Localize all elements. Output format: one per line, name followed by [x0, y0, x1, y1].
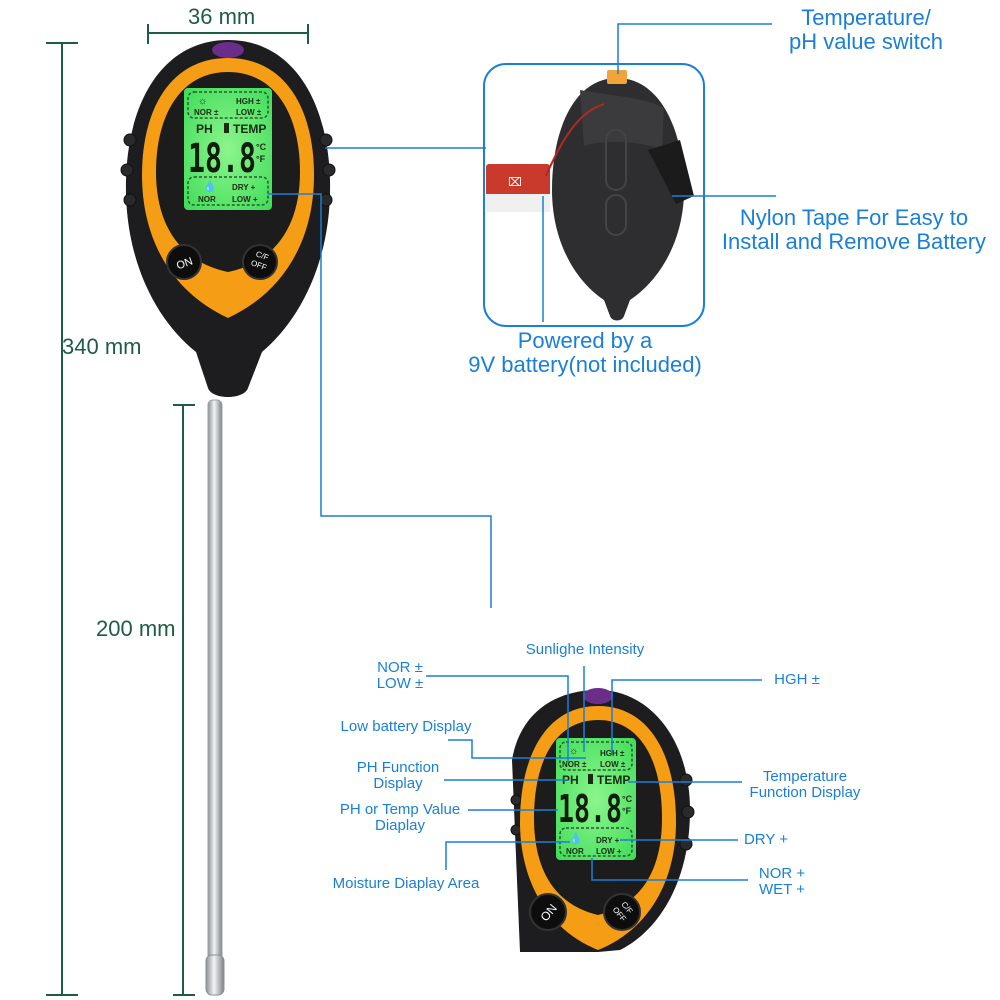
lcd-temp: TEMP	[233, 122, 266, 136]
value-display-label: PH or Temp Value Diaplay	[330, 802, 470, 834]
detail-lcd-digits: 18.8	[558, 787, 622, 831]
lcd-hgh: HGH ±	[236, 97, 261, 106]
width-label: 36 mm	[188, 4, 256, 29]
lcd-low-plus: LOW +	[232, 195, 258, 204]
soil-meter-body: ☼ HGH ± NOR ± LOW ± PH TEMP 18.8 °C °F 💧…	[120, 40, 336, 397]
moisture-label: Moisture Diaplay Area	[332, 875, 480, 892]
detail-lcd-fahrenheit: °F	[622, 806, 632, 816]
top-callout-lines	[268, 23, 776, 608]
ph-function-line1: PH Function	[356, 759, 440, 776]
detail-on-button[interactable]: ON	[529, 893, 567, 931]
metal-probe	[205, 399, 225, 996]
total-length-dimension-line	[46, 42, 78, 996]
nor-low-line2: LOW ±	[376, 675, 424, 692]
switch-callout: Temperature/ pH value switch	[776, 6, 956, 54]
on-button-label: ON	[175, 255, 195, 272]
battery-symbol: ⌧	[508, 175, 522, 189]
temp-function-line2: Function Display	[749, 784, 861, 801]
lcd-nor: NOR ±	[194, 108, 219, 117]
value-display-line1: PH or Temp Value	[339, 801, 461, 818]
cf-off-button[interactable]: C/F OFF	[242, 244, 278, 280]
dry-label: DRY +	[743, 831, 789, 848]
nor-low-line1: NOR ±	[377, 659, 423, 676]
probe-length-dimension-line	[173, 404, 195, 996]
lcd-sun-icon: ☼	[198, 96, 207, 107]
lcd-fahrenheit: °F	[256, 154, 266, 164]
nylon-tape-line2: Install and Remove Battery	[721, 229, 987, 254]
low-battery-label: Low battery Display	[340, 718, 472, 735]
lcd-battery-icon	[224, 123, 229, 133]
ph-function-line2: Display	[373, 775, 423, 792]
detail-lcd-temp: TEMP	[597, 773, 630, 787]
nylon-tape-callout: Nylon Tape For Easy to Install and Remov…	[712, 206, 996, 254]
lcd-ph: PH	[196, 122, 213, 136]
nylon-tape-line1: Nylon Tape For Easy to	[739, 205, 969, 230]
detail-lcd-ph: PH	[562, 773, 579, 787]
detail-callout-lines	[426, 666, 762, 881]
nor-wet-label: NOR + WET +	[750, 866, 814, 898]
hgh-label: HGH ±	[774, 671, 820, 688]
detail-lcd-celsius: °C	[622, 794, 633, 804]
svg-text:☼: ☼	[569, 746, 578, 757]
detail-lcd-low-plus: LOW +	[596, 847, 622, 856]
lcd-celsius: °C	[256, 142, 267, 152]
lcd-low: LOW ±	[236, 108, 262, 117]
lcd-dry: DRY +	[232, 183, 256, 192]
cf-button-label: C/F	[255, 249, 270, 262]
battery-callout: Powered by a 9V battery(not included)	[440, 329, 730, 377]
temp-function-label: Temperature Function Display	[738, 769, 872, 801]
detail-cf-off-button[interactable]: C/F OFF	[603, 893, 641, 931]
battery-callout-line2: 9V battery(not included)	[468, 352, 702, 377]
lcd-digits: 18.8	[188, 136, 256, 182]
nor-low-label: NOR ± LOW ±	[370, 660, 430, 692]
detail-lcd-low: LOW ±	[600, 760, 626, 769]
detail-lcd-dry: DRY +	[596, 836, 620, 845]
battery-compartment-photo: ⌧	[483, 63, 705, 327]
probe-length-label: 200 mm	[96, 616, 176, 641]
battery-callout-line1: Powered by a	[517, 328, 653, 353]
sunlight-label: Sunlighe Intensity	[525, 641, 645, 658]
lcd-nor-bottom: NOR	[198, 195, 216, 204]
switch-callout-line1: Temperature/	[801, 5, 931, 30]
ph-function-label: PH Function Display	[344, 760, 452, 792]
switch-callout-line2: pH value switch	[788, 29, 944, 54]
width-dimension-line	[147, 24, 309, 44]
svg-text:💧: 💧	[569, 832, 583, 845]
detail-lcd-nor-bottom: NOR	[566, 847, 584, 856]
detail-meter: ☼ HGH ± NOR ± LOW ± PH TEMP 18.8 °C °F 💧…	[510, 688, 695, 952]
temp-function-line1: Temperature	[762, 768, 848, 785]
nor-wet-line1: NOR +	[758, 865, 806, 882]
on-button[interactable]: ON	[166, 244, 202, 280]
value-display-line2: Diaplay	[374, 817, 426, 834]
detail-lcd-nor: NOR ±	[562, 760, 587, 769]
lcd-drop-icon: 💧	[203, 180, 217, 193]
nor-wet-line2: WET +	[759, 881, 805, 898]
total-length-label: 340 mm	[62, 334, 142, 359]
